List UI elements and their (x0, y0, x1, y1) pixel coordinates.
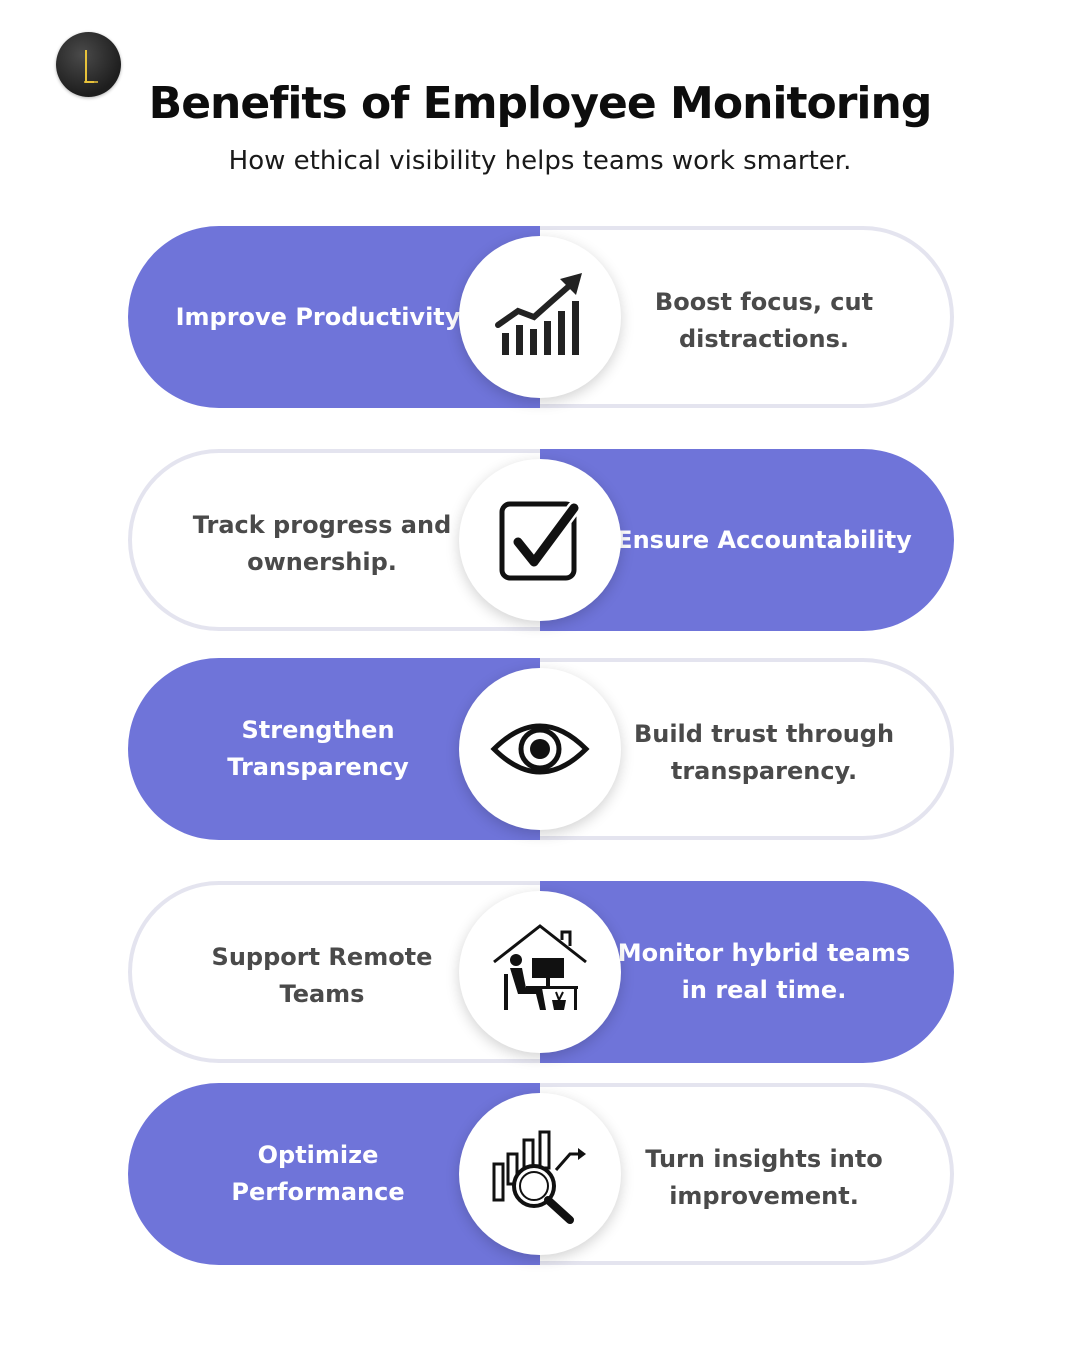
page-subtitle: How ethical visibility helps teams work … (228, 146, 852, 176)
benefit-icon-badge (459, 236, 621, 398)
remote-work-icon (493, 924, 587, 1010)
benefit-description: Build trust through transparency. (633, 720, 895, 785)
growth-chart-icon (493, 273, 582, 355)
benefit-title-card: Improve Productivity (128, 226, 542, 408)
benefit-title: Optimize Performance (231, 1141, 405, 1206)
benefit-title: Support Remote Teams (211, 943, 433, 1008)
benefit-description-card: Boost focus, cut distractions. (540, 226, 954, 408)
benefit-icon-badge (459, 891, 621, 1053)
benefit-icon-badge (459, 1093, 621, 1255)
benefit-row-accountability: Track progress and ownership. Ensure Acc… (0, 445, 1080, 635)
brand-logo (56, 32, 121, 97)
benefit-description: Boost focus, cut distractions. (654, 288, 874, 353)
benefit-description: Turn insights into improvement. (645, 1145, 883, 1210)
page-title: Benefits of Employee Monitoring (148, 78, 933, 129)
benefit-icon-badge (459, 668, 621, 830)
benefit-row-transparency: Strengthen Transparency Build trust thro… (0, 654, 1080, 844)
benefit-row-remote-teams: Support Remote Teams Monitor hybrid team… (0, 877, 1080, 1067)
benefit-row-performance: Optimize Performance Turn insights into … (0, 1079, 1080, 1269)
benefit-title: Strengthen Transparency (227, 716, 409, 781)
benefit-icon-badge (459, 459, 621, 621)
checkbox-icon (499, 501, 581, 581)
benefit-title: Ensure Accountability (616, 525, 912, 554)
eye-icon (490, 723, 590, 775)
analytics-magnifier-icon (492, 1130, 586, 1224)
benefit-description: Track progress and ownership. (192, 511, 452, 576)
benefit-title: Improve Productivity (175, 302, 461, 331)
benefit-row-productivity: Improve Productivity Boost focus, cut di… (0, 222, 1080, 412)
benefit-description: Monitor hybrid teams in real time. (617, 939, 911, 1004)
